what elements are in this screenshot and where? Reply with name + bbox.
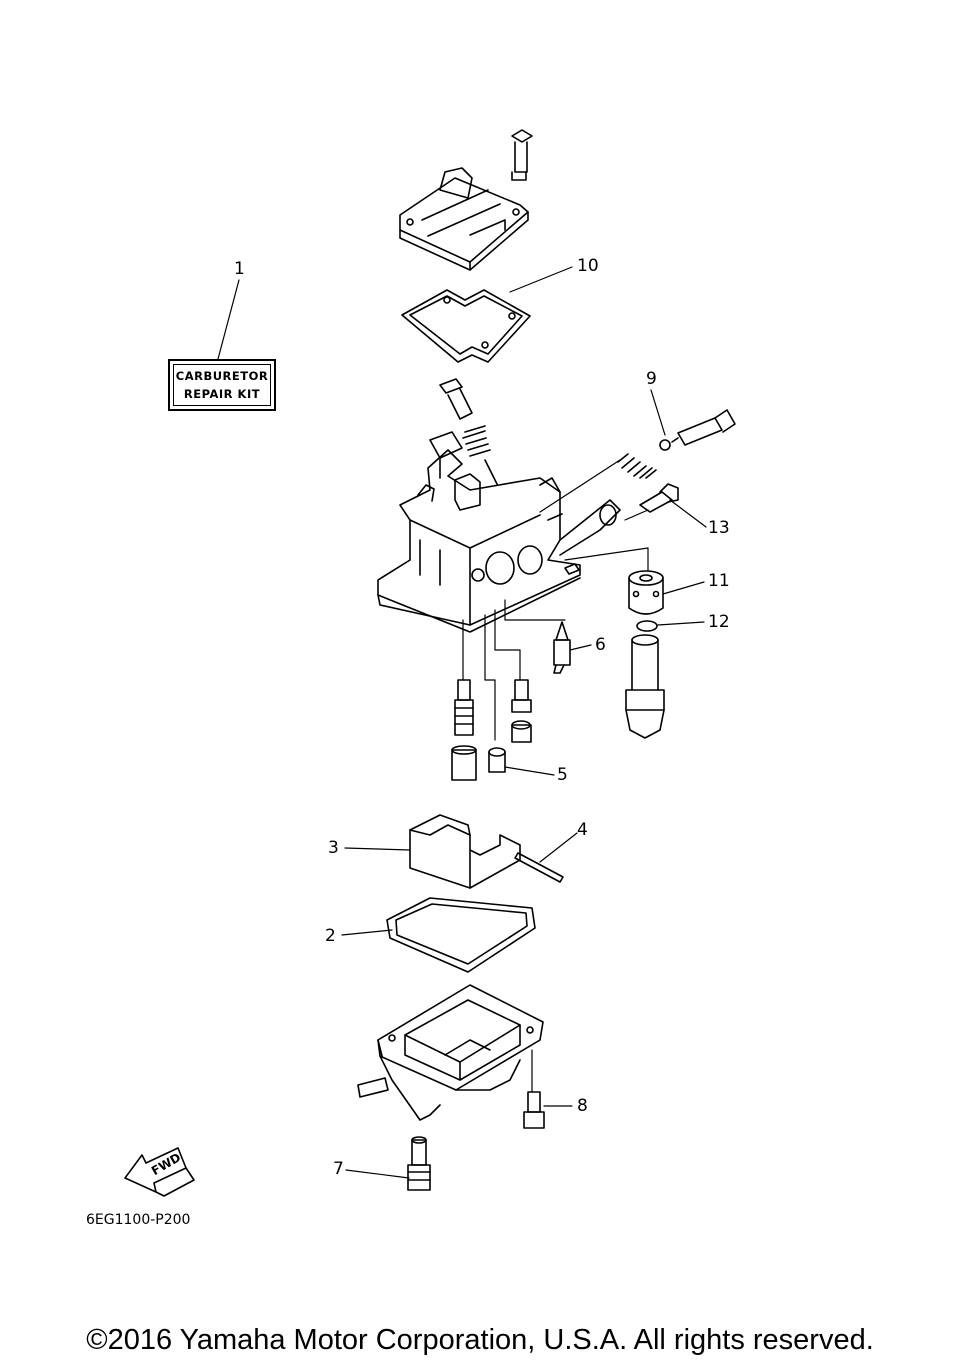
drain-screw-7-part — [407, 1136, 431, 1191]
callout-11: 11 — [708, 571, 730, 591]
kit-label-line1: CARBURETOR — [175, 369, 269, 383]
screw-8-part — [523, 1049, 545, 1129]
callout-leaders — [217, 266, 707, 1179]
repair-kit-label: CARBURETOR REPAIR KIT — [168, 359, 276, 411]
callout-7: 7 — [333, 1159, 344, 1179]
callout-6: 6 — [595, 635, 606, 655]
float-pin-4-part — [514, 852, 564, 883]
float-3-part — [409, 814, 521, 889]
figure-code: 6EG1100-P200 — [86, 1212, 191, 1228]
carburetor-body-part — [377, 431, 621, 633]
main-jet-part — [451, 679, 477, 781]
plug-5-part — [488, 747, 506, 773]
callout-4: 4 — [577, 820, 588, 840]
slow-jet-part — [511, 679, 532, 743]
callout-2: 2 — [325, 926, 336, 946]
throttle-spring-part — [617, 409, 736, 479]
nozzle-assembly-part — [625, 634, 665, 739]
top-gasket-part — [401, 289, 531, 363]
callout-1: 1 — [234, 259, 245, 279]
float-bowl-part — [357, 984, 544, 1121]
screw-13-part — [639, 483, 679, 513]
kit-label-line2: REPAIR KIT — [183, 387, 261, 401]
top-cover-part — [399, 129, 533, 271]
callout-9: 9 — [646, 369, 657, 389]
callout-12: 12 — [708, 612, 730, 632]
pilot-screw-part — [439, 378, 498, 485]
callout-5: 5 — [557, 765, 568, 785]
copyright-notice: ©2016 Yamaha Motor Corporation, U.S.A. A… — [86, 1324, 874, 1356]
fwd-arrow-icon — [124, 1147, 195, 1197]
callout-10: 10 — [577, 256, 599, 276]
sleeve-11-part — [628, 570, 664, 615]
o-ring-12-part — [636, 620, 658, 632]
callout-13: 13 — [708, 518, 730, 538]
needle-valve-part — [553, 621, 571, 674]
callout-8: 8 — [577, 1096, 588, 1116]
callout-3: 3 — [328, 838, 339, 858]
bowl-gasket-2-part — [386, 897, 536, 973]
